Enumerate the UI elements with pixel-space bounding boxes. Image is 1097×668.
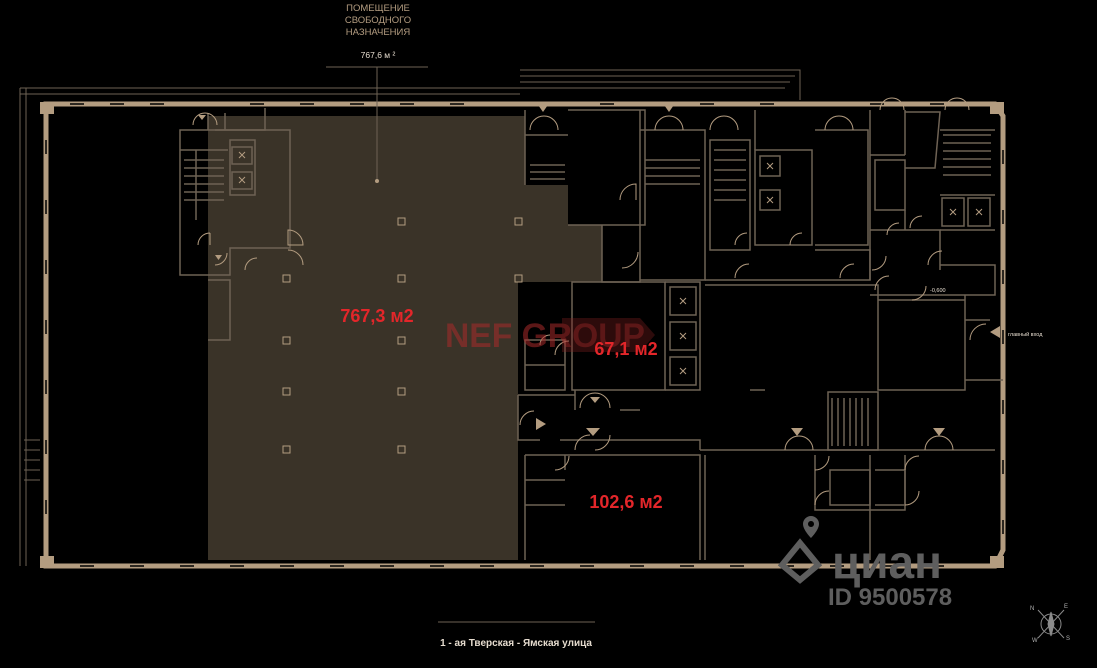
portal-watermark-text: циан	[832, 536, 942, 588]
main-entrance-label: главный вход	[1008, 331, 1043, 338]
office-lower-area-label: 102,6 м2	[589, 492, 662, 512]
window-marks	[45, 103, 1004, 567]
portal-watermark: циан ID 9500578	[777, 516, 952, 611]
agency-watermark-text: NEF GROUP	[445, 317, 645, 355]
callout-area: 767,6 м ²	[361, 50, 396, 60]
agency-watermark: NEF GROUP	[445, 317, 655, 355]
callout-point	[375, 179, 379, 183]
columns	[282, 217, 523, 454]
listing-id-text: ID 9500578	[828, 584, 952, 611]
callout: ПОМЕЩЕНИЕ СВОБОДНОГО НАЗНАЧЕНИЯ 767,6 м …	[326, 3, 428, 183]
location-pin-icon	[803, 516, 819, 538]
terrace-lines	[19, 69, 801, 566]
entrance-arrows	[198, 102, 1000, 436]
callout-title-line-1: ПОМЕЩЕНИЕ	[346, 3, 410, 14]
portal-logo-icon	[777, 538, 823, 584]
interior-walls	[179, 108, 1003, 560]
elevator-marks	[238, 151, 983, 375]
office-middle-area-label: 67,1 м2	[594, 339, 657, 359]
compass-icon: N E S W	[1030, 604, 1070, 644]
callout-title-line-3: НАЗНАЧЕНИЯ	[346, 27, 411, 38]
door-swings	[192, 97, 987, 506]
compass-w: W	[1032, 638, 1038, 644]
main-hall-area-label: 767,3 м2	[340, 306, 413, 326]
compass-n: N	[1030, 606, 1034, 612]
compass-e: E	[1064, 604, 1068, 610]
street-label: 1 - ая Тверская - Ямская улица	[440, 638, 592, 649]
level-mark: -0,600	[930, 288, 946, 294]
callout-title-line-2: СВОБОДНОГО	[345, 15, 411, 26]
compass-s: S	[1066, 636, 1070, 642]
